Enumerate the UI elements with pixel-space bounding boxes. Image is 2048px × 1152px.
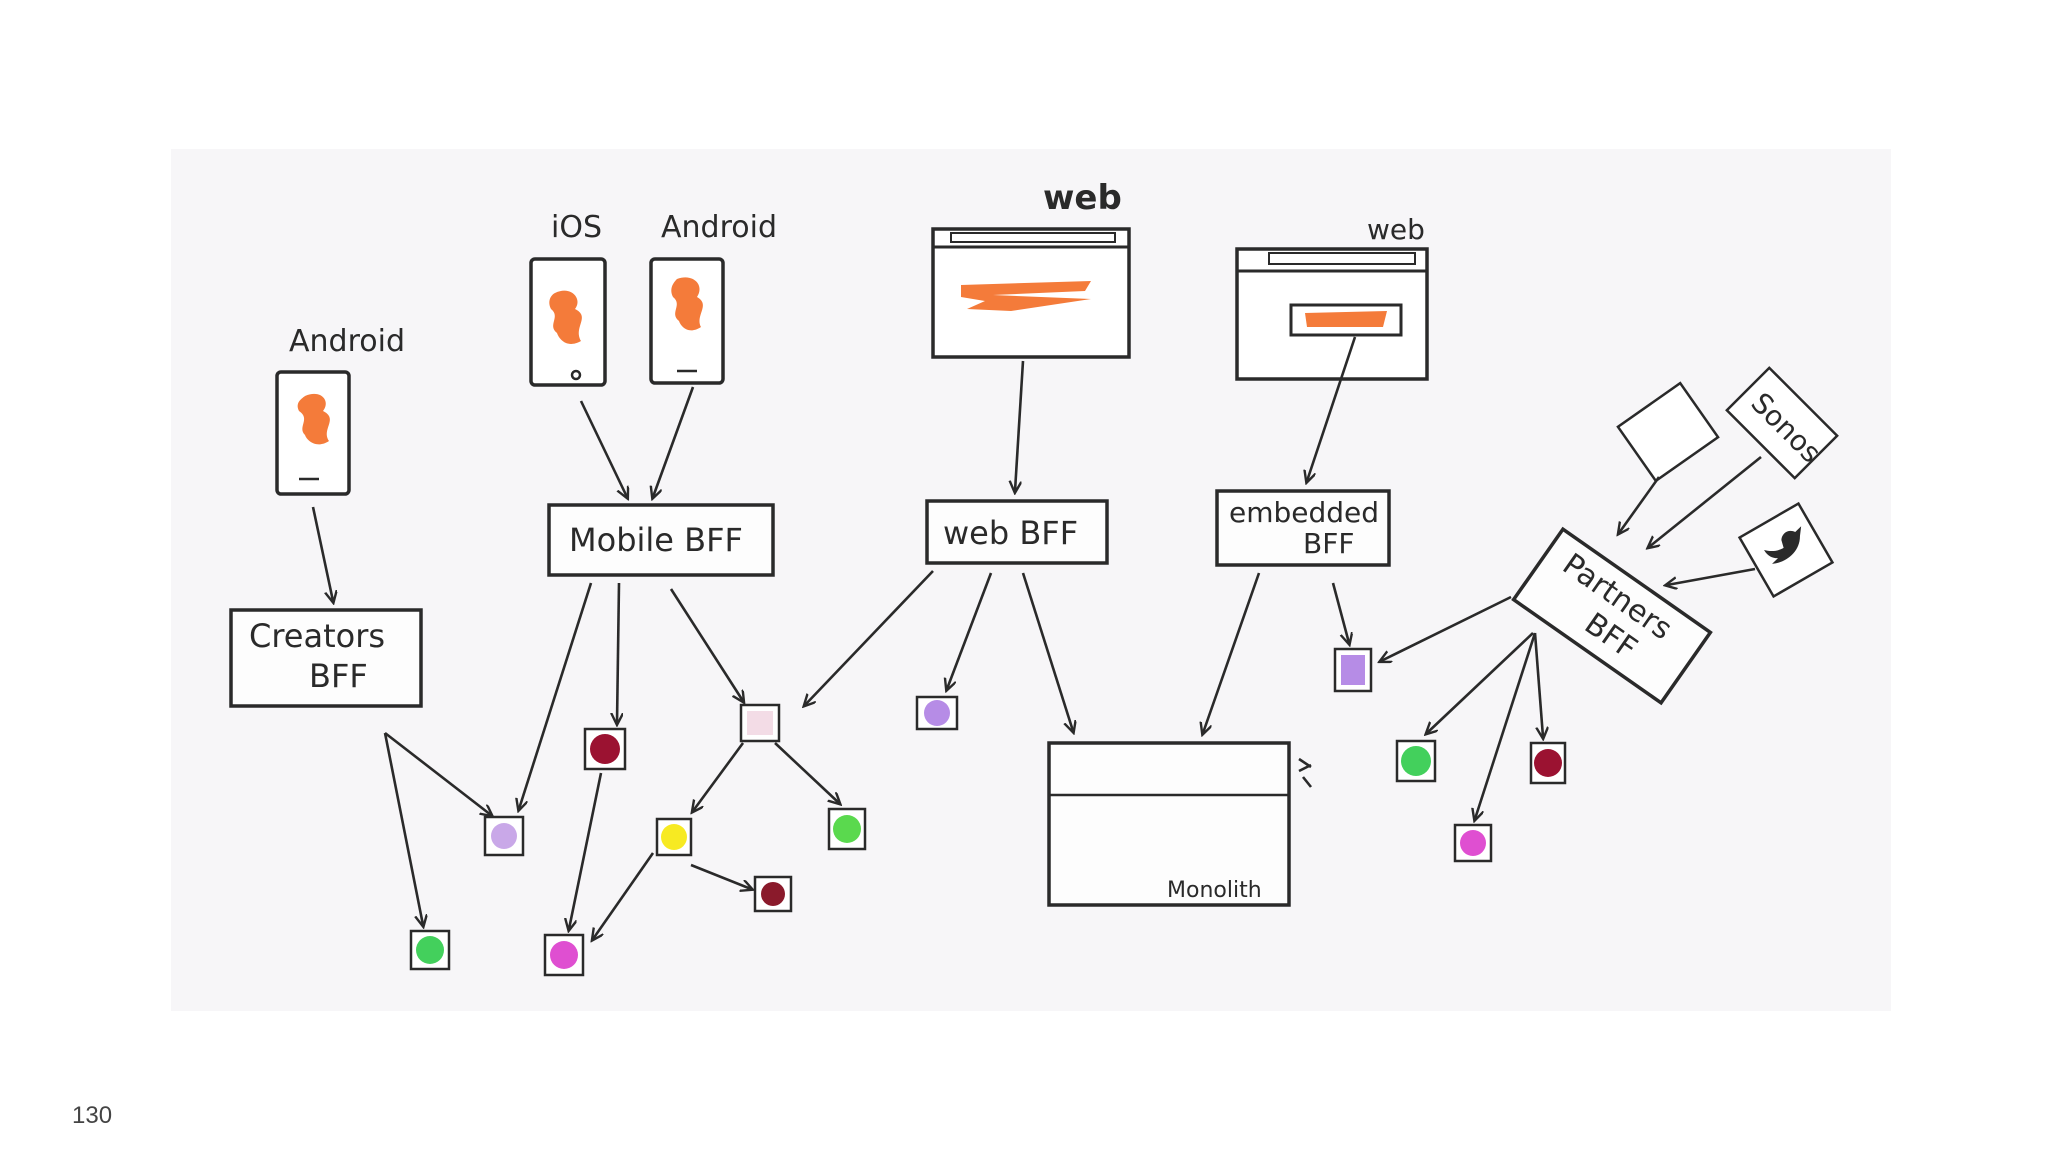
- monolith-label: Monolith: [1167, 878, 1262, 903]
- creators-bff-title: Creators: [249, 617, 385, 655]
- service-tile-fill: [761, 882, 785, 906]
- service-tile-fill: [590, 734, 620, 764]
- service-tile-fill: [1460, 830, 1486, 856]
- embedded-bff-subtitle: BFF: [1303, 527, 1354, 560]
- embedded-content: [1305, 311, 1387, 327]
- service-tile-fill: [1534, 749, 1562, 777]
- android-left-label: Android: [289, 324, 405, 359]
- partner-logo-twitter: [1737, 501, 1835, 599]
- partner-logo-sonos: Sonos: [1725, 366, 1839, 480]
- web-embedded-label: web: [1367, 213, 1425, 246]
- service-tile-fill: [416, 936, 444, 964]
- twitter-bird-icon: [1764, 526, 1802, 564]
- bff-architecture-diagram: Android iOS Android web web: [229, 178, 1839, 977]
- embedded-web: web: [1235, 213, 1429, 381]
- service-tile-fill: [550, 941, 578, 969]
- service-tile-fill: [1401, 746, 1431, 776]
- android-phone-right: Android: [649, 210, 777, 385]
- connection-arrows: [311, 336, 1762, 939]
- service-tile-fill: [924, 700, 950, 726]
- service-tile-fill: [491, 823, 517, 849]
- phone-screen-content: [297, 393, 330, 445]
- service-tile-fill: [833, 815, 861, 843]
- service-tiles: [409, 647, 1567, 977]
- service-tile-fill: [661, 824, 687, 850]
- android-phone-left: Android: [275, 324, 405, 496]
- browser-content: [961, 281, 1091, 311]
- partners-bff: Partners BFF: [1511, 526, 1713, 706]
- creators-bff-subtitle: BFF: [309, 657, 368, 695]
- web-browser: web: [931, 178, 1131, 359]
- embedded-bff: embedded BFF: [1215, 489, 1391, 567]
- partner-logo-blue: [1616, 381, 1720, 483]
- ios-phone: iOS: [529, 210, 607, 387]
- web-browser-label: web: [1043, 178, 1122, 218]
- partner-app-icon: [1643, 412, 1690, 453]
- web-bff: web BFF: [925, 499, 1109, 565]
- service-tile-fill: [747, 711, 773, 735]
- phone-home-button-icon: [570, 369, 582, 381]
- mobile-bff-label: Mobile BFF: [569, 521, 743, 559]
- mobile-bff: Mobile BFF: [547, 503, 775, 577]
- embedded-bff-title: embedded: [1229, 496, 1379, 529]
- service-tile-fill: [1341, 655, 1365, 685]
- monolith: Monolith: [1047, 741, 1313, 907]
- phone-screen-content: [549, 290, 582, 344]
- page-number: 130: [72, 1102, 113, 1129]
- android-right-label: Android: [661, 210, 777, 245]
- web-bff-label: web BFF: [943, 514, 1078, 552]
- phone-screen-content: [671, 277, 703, 331]
- monolith-annotation-icon: [1298, 757, 1313, 788]
- ios-label: iOS: [551, 210, 602, 245]
- creators-bff: Creators BFF: [229, 608, 423, 708]
